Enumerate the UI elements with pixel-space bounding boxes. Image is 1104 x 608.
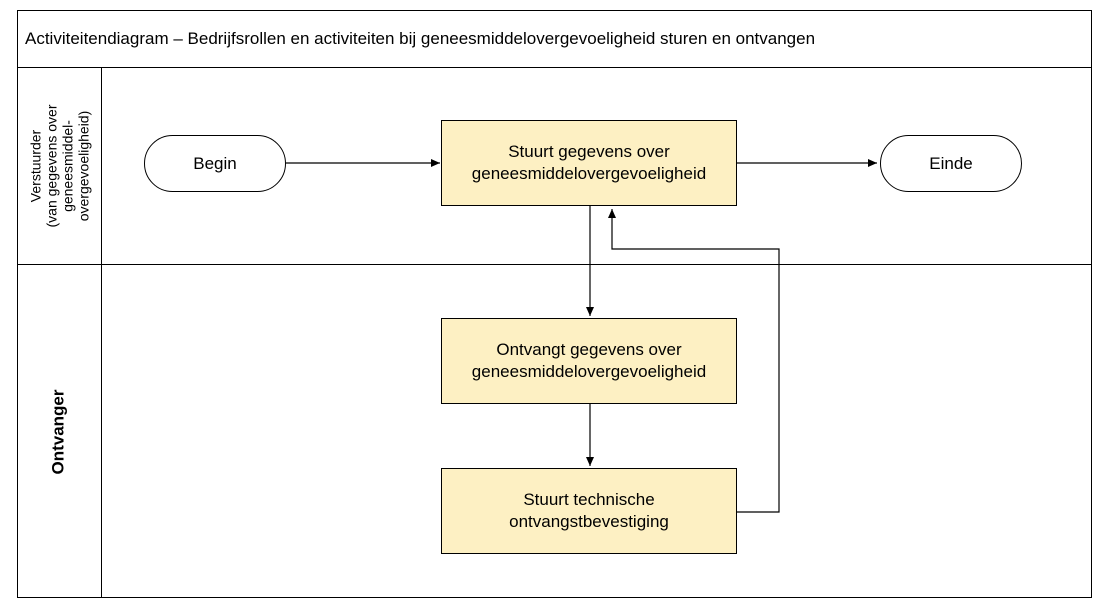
- begin-node: Begin: [144, 135, 286, 192]
- diagram-frame: [17, 10, 1092, 598]
- einde-label: Einde: [929, 153, 973, 173]
- activity-label-line: geneesmiddelovergevoeligheid: [471, 362, 707, 381]
- activity-label-line: Ontvangt gegevens over: [496, 340, 682, 359]
- einde-node: Einde: [880, 135, 1022, 192]
- activity-label-line: Stuurt gegevens over: [508, 142, 670, 161]
- activity-label-line: ontvangstbevestiging: [509, 512, 669, 531]
- begin-label: Begin: [193, 153, 237, 173]
- activity-label-line: geneesmiddelovergevoeligheid: [471, 164, 707, 183]
- activity-label-line: Stuurt technische: [523, 490, 655, 509]
- activity-stuurt-gegevens: Stuurt gegevens over geneesmiddelovergev…: [441, 120, 737, 206]
- diagram-title: Activiteitendiagram – Bedrijfsrollen en …: [17, 10, 1092, 68]
- activity-stuurt-bevestiging: Stuurt technische ontvangstbevestiging: [441, 468, 737, 554]
- activity-ontvangt-gegevens: Ontvangt gegevens over geneesmiddeloverg…: [441, 318, 737, 404]
- lane-separator: [17, 264, 1092, 265]
- lane-header-divider: [101, 67, 102, 598]
- diagram-title-text: Activiteitendiagram – Bedrijfsrollen en …: [25, 28, 816, 48]
- edge-bevestiging-to-stuurt: [608, 209, 780, 513]
